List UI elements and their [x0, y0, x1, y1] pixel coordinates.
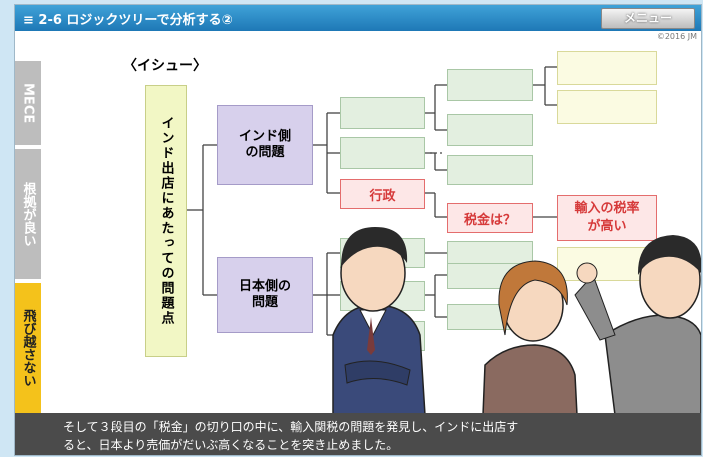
level4-box: [447, 114, 533, 146]
level5-box: [557, 51, 657, 85]
slide-title: ≡ 2-6 ロジックツリーで分析する②: [23, 13, 233, 28]
business-people-illustration: [332, 227, 701, 415]
issue-label: 〈イシュー〉: [123, 58, 207, 74]
tab-mece-label: MECE: [20, 82, 36, 124]
caption-line-1: そして３段目の「税金」の切り口の中に、輸入関税の問題を発見し、インドに出店す: [63, 420, 519, 434]
level3-box: [340, 97, 425, 129]
level4-box: [447, 241, 533, 267]
level5-box: [557, 90, 657, 124]
tab-tobikosanai[interactable]: 飛び越さない: [15, 283, 41, 413]
tree-connectors: [187, 66, 557, 336]
caption-line-2: ると、日本より売価がだいぶ高くなることを突き止めました。: [63, 438, 399, 452]
level4-box: [447, 69, 533, 101]
man-center-figure: [332, 227, 426, 415]
zeikin-node: 税金は？: [447, 203, 533, 233]
caption-bar: そして３段目の「税金」の切り口の中に、輸入関税の問題を発見し、インドに出店す る…: [15, 413, 701, 455]
yunyu-node: 輸入の税率が高い: [557, 195, 657, 241]
tab-mece[interactable]: MECE: [15, 61, 41, 145]
yunyu-label: 輸入の税率が高い: [574, 201, 640, 234]
level4-box: [447, 155, 533, 185]
tab-konkyo-label: 根拠が良い: [20, 181, 36, 247]
man-right-figure: [574, 235, 701, 415]
title-bar: ≡ 2-6 ロジックツリーで分析する② メニュー: [15, 5, 701, 31]
gyosei-node: 行政: [340, 179, 425, 209]
root-node: インド出店にあたっての問題点: [145, 85, 187, 357]
tab-konkyo[interactable]: 根拠が良い: [15, 149, 41, 279]
gyosei-label: 行政: [369, 188, 396, 204]
branch-japan-label: 日本側の問題: [238, 279, 291, 310]
woman-figure: [482, 260, 578, 415]
menu-button[interactable]: メニュー: [601, 8, 695, 29]
slide-frame: ≡ 2-6 ロジックツリーで分析する② メニュー ©2016 JM MECE 根…: [14, 4, 702, 456]
root-node-label: インド出店にあたっての問題点: [158, 116, 174, 326]
branch-japan: 日本側の問題: [217, 257, 313, 333]
level3-box: [340, 137, 425, 169]
zeikin-label: 税金は？: [463, 212, 516, 228]
branch-india: インド側の問題: [217, 105, 313, 185]
copyright: ©2016 JM: [656, 32, 697, 41]
tab-tobikosanai-label: 飛び越さない: [20, 309, 36, 387]
branch-india-label: インド側の問題: [238, 129, 291, 160]
